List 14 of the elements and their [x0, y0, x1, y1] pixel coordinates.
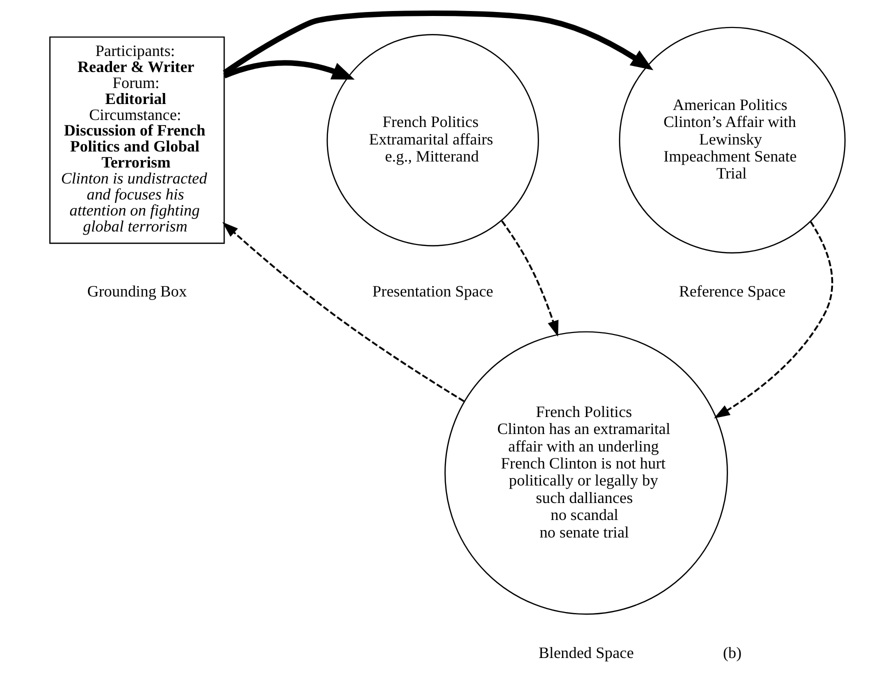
node-label: Presentation Space [372, 283, 494, 300]
arrow [501, 220, 558, 337]
arrow [223, 60, 355, 80]
label: (b) [722, 644, 742, 662]
node-circle: American Politics Clinton’s Affair with Lewinsky Impeachment Senate Trial [618, 26, 846, 254]
node-label: Blended Space [538, 644, 634, 662]
node-box: Participants: Reader & Writer Forum: Editorial Circumstance: Discussion of French Politics and Global Terrorism Clinton is undistracted and focuses his attention on fighting global terrorism [49, 36, 225, 244]
node-label: Grounding Box [87, 283, 187, 300]
node-circle: French Politics Clinton has an extramarital affair with an underling French Clinton is not hurt politically or legally by such dalliances no scandal no senate trial [444, 331, 728, 615]
node-circle: French Politics Extramarital affairs e.g., Mitterand [326, 34, 540, 246]
arrow [222, 10, 654, 76]
node-label: Reference Space [678, 283, 786, 300]
arrow [222, 222, 464, 402]
arrow [714, 221, 834, 418]
